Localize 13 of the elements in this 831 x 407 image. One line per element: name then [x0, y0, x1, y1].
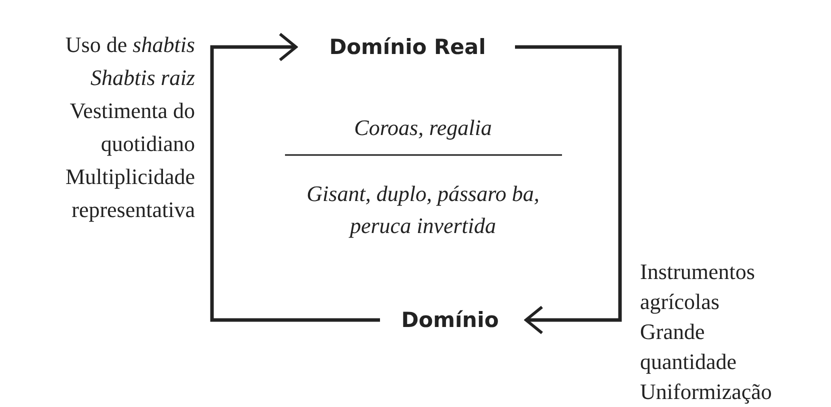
- list-item-text: Vestimenta do quotidiano: [68, 97, 195, 158]
- list-item-text: Instrumentos agrícolas: [640, 258, 756, 316]
- list-item-text: Grande quantidade: [640, 318, 738, 376]
- list-item-text: Coroas, regalia: [353, 114, 493, 142]
- list-item-text: Uso de shabtis: [64, 31, 195, 59]
- arrow: [515, 45, 622, 334]
- list-item-text: Shabtis raiz: [89, 64, 195, 92]
- list-item-text: Multiplicidade representativa: [64, 163, 195, 224]
- arrow: [210, 32, 380, 322]
- domain-title: Domínio Real: [300, 26, 515, 68]
- domain-title: Domínio: [380, 299, 520, 341]
- list-item-text: Gisant, duplo, pássaro ba, peruca invertida: [306, 180, 540, 240]
- list-item-text: Uniformização: [640, 378, 773, 406]
